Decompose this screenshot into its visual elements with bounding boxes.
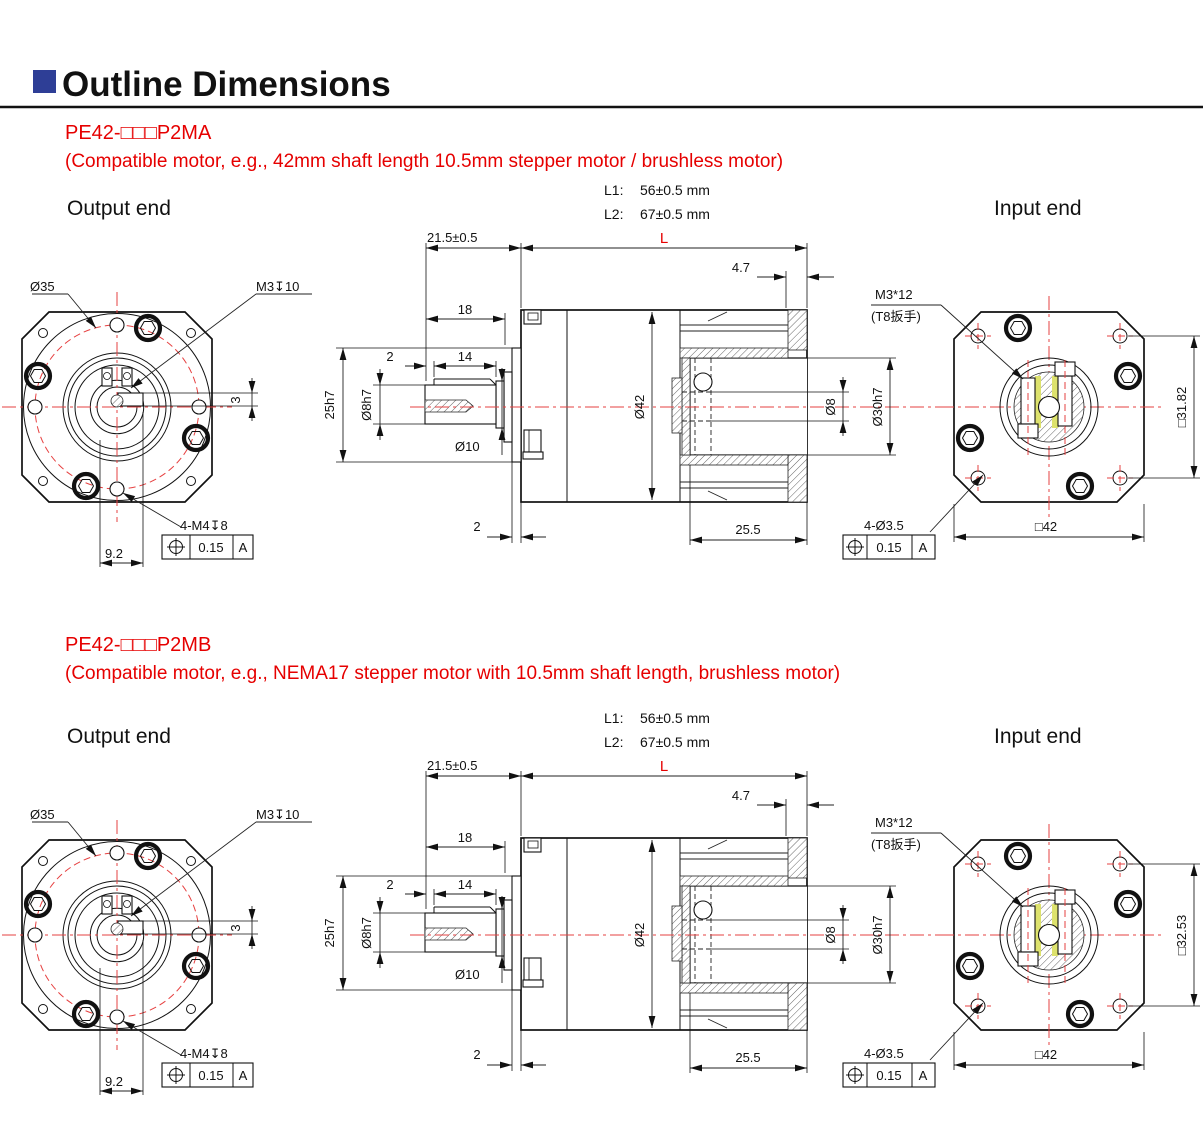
model-description: (Compatible motor, e.g., NEMA17 stepper …	[65, 663, 840, 684]
dim-18: 18	[458, 302, 472, 317]
dim-8h7: Ø8h7	[359, 389, 374, 421]
page-title: Outline Dimensions	[62, 65, 391, 104]
dim-m3-depth: M3↧10	[256, 807, 299, 822]
dim-4-m4: 4-M4↧8	[180, 518, 228, 533]
input-end-label: Input end	[994, 197, 1082, 220]
dim-4-7: 4.7	[732, 788, 750, 803]
dim-10: Ø10	[455, 967, 480, 982]
datum-letter: A	[919, 540, 928, 555]
datum-letter: A	[919, 1068, 928, 1083]
wrench-note: (T8扳手)	[871, 837, 921, 852]
l1-value: 56±0.5 mm	[640, 182, 710, 198]
l1-label: L1:	[604, 710, 623, 726]
dim-m3-12: M3*12	[875, 287, 913, 302]
dim-m3-depth: M3↧10	[256, 279, 299, 294]
dim-8h7: Ø8h7	[359, 917, 374, 949]
tolerance-value: 0.15	[198, 1068, 223, 1083]
dim-9-2: 9.2	[105, 546, 123, 561]
model-name: PE42-□□□P2MA	[65, 122, 212, 144]
dim-d35: Ø35	[30, 807, 55, 822]
dim-21-5: 21.5±0.5	[427, 230, 478, 245]
output-end-label: Output end	[67, 197, 171, 220]
dim-key-start: 2	[386, 349, 393, 364]
dim-18: 18	[458, 830, 472, 845]
tolerance-value: 0.15	[876, 540, 901, 555]
dim-8: Ø8	[823, 926, 838, 943]
dim-sq42: □42	[1035, 519, 1057, 534]
dim-key-offset: 3	[228, 924, 243, 931]
dim-4-7: 4.7	[732, 260, 750, 275]
dim-4-m4: 4-M4↧8	[180, 1046, 228, 1061]
section-p2mb-drawing: Output end Input end L1: 56±0.5 mm L2: 6…	[2, 710, 1200, 1095]
dim-m3-12: M3*12	[875, 815, 913, 830]
dim-25h7: 25h7	[322, 391, 337, 420]
model-name: PE42-□□□P2MB	[65, 634, 211, 656]
wrench-note: (T8扳手)	[871, 309, 921, 324]
l2-label: L2:	[604, 206, 623, 222]
dim-sq42: □42	[1035, 1047, 1057, 1062]
dim-30h7: Ø30h7	[870, 387, 885, 426]
dim-input-square: □32.53	[1174, 915, 1189, 955]
l2-label: L2:	[604, 734, 623, 750]
dim-2: 2	[473, 1047, 480, 1062]
l1-value: 56±0.5 mm	[640, 710, 710, 726]
dim-4-d3-5: 4-Ø3.5	[864, 518, 904, 533]
dim-key-offset: 3	[228, 396, 243, 403]
section-p2ma-drawing: Output end Input end L1: 56±0.5 mm L2: 6…	[2, 182, 1200, 567]
title-bullet-icon	[33, 70, 56, 93]
dim-42: Ø42	[632, 923, 647, 948]
tolerance-value: 0.15	[198, 540, 223, 555]
datum-letter: A	[239, 1068, 248, 1083]
dim-4-d3-5: 4-Ø3.5	[864, 1046, 904, 1061]
tolerance-value: 0.15	[876, 1068, 901, 1083]
datum-letter: A	[239, 540, 248, 555]
dim-L: L	[660, 758, 668, 775]
dim-key-start: 2	[386, 877, 393, 892]
dim-L: L	[660, 230, 668, 247]
dim-10: Ø10	[455, 439, 480, 454]
dim-input-square: □31.82	[1174, 387, 1189, 427]
dim-42: Ø42	[632, 395, 647, 420]
dim-d35: Ø35	[30, 279, 55, 294]
dim-9-2: 9.2	[105, 1074, 123, 1089]
dim-key-len: 14	[458, 877, 472, 892]
dim-21-5: 21.5±0.5	[427, 758, 478, 773]
l2-value: 67±0.5 mm	[640, 206, 710, 222]
dim-key-len: 14	[458, 349, 472, 364]
input-end-label: Input end	[994, 725, 1082, 748]
dim-25-5: 25.5	[735, 1050, 760, 1065]
dim-8: Ø8	[823, 398, 838, 415]
dim-30h7: Ø30h7	[870, 915, 885, 954]
dim-25-5: 25.5	[735, 522, 760, 537]
output-end-label: Output end	[67, 725, 171, 748]
l2-value: 67±0.5 mm	[640, 734, 710, 750]
dim-25h7: 25h7	[322, 919, 337, 948]
l1-label: L1:	[604, 182, 623, 198]
model-description: (Compatible motor, e.g., 42mm shaft leng…	[65, 151, 783, 172]
dim-2: 2	[473, 519, 480, 534]
